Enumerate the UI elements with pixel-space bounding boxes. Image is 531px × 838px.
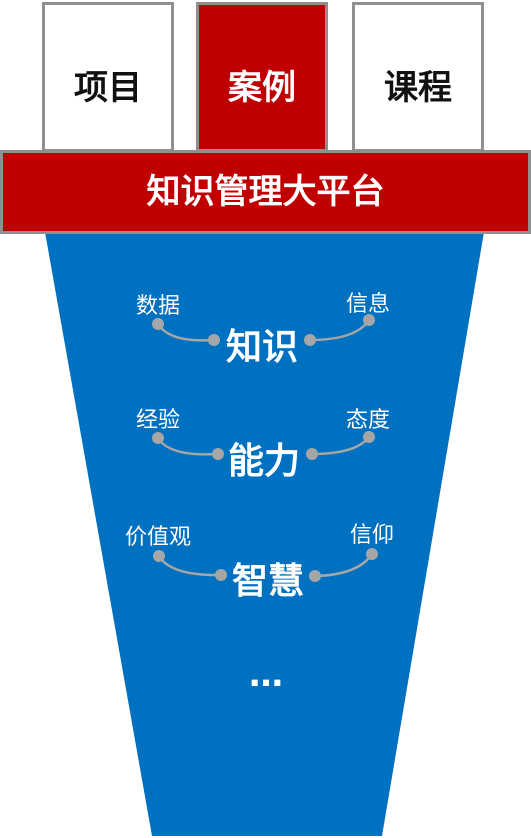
- tab-project[interactable]: 项目: [42, 2, 174, 152]
- connector-dot: [304, 334, 316, 346]
- funnel-shape: [45, 232, 484, 836]
- label-data: 数据: [135, 294, 180, 319]
- connector-dot: [306, 448, 318, 460]
- label-attitude: 态度: [345, 408, 390, 433]
- connector-dot: [208, 334, 220, 346]
- connector-dot: [215, 569, 227, 581]
- tab-course[interactable]: 课程: [352, 2, 484, 152]
- level-knowledge: 知识: [225, 327, 298, 368]
- platform-title: 知识管理大平台: [0, 150, 531, 234]
- connector-dot: [309, 570, 321, 582]
- label-values: 价值观: [124, 525, 191, 550]
- connector-dot: [366, 548, 378, 560]
- connector-dot: [212, 448, 224, 460]
- label-experience: 经验: [135, 408, 180, 433]
- level-wisdom: 智慧: [231, 561, 304, 602]
- connector-dot: [153, 550, 165, 562]
- connector-dot: [152, 432, 164, 444]
- label-information: 信息: [345, 292, 390, 317]
- level-ability: 能力: [227, 441, 300, 482]
- connector-dot: [363, 431, 375, 443]
- connector-dot: [363, 314, 375, 326]
- ellipsis: …: [249, 655, 283, 695]
- connector-dot: [152, 318, 164, 330]
- label-belief: 信仰: [349, 523, 394, 548]
